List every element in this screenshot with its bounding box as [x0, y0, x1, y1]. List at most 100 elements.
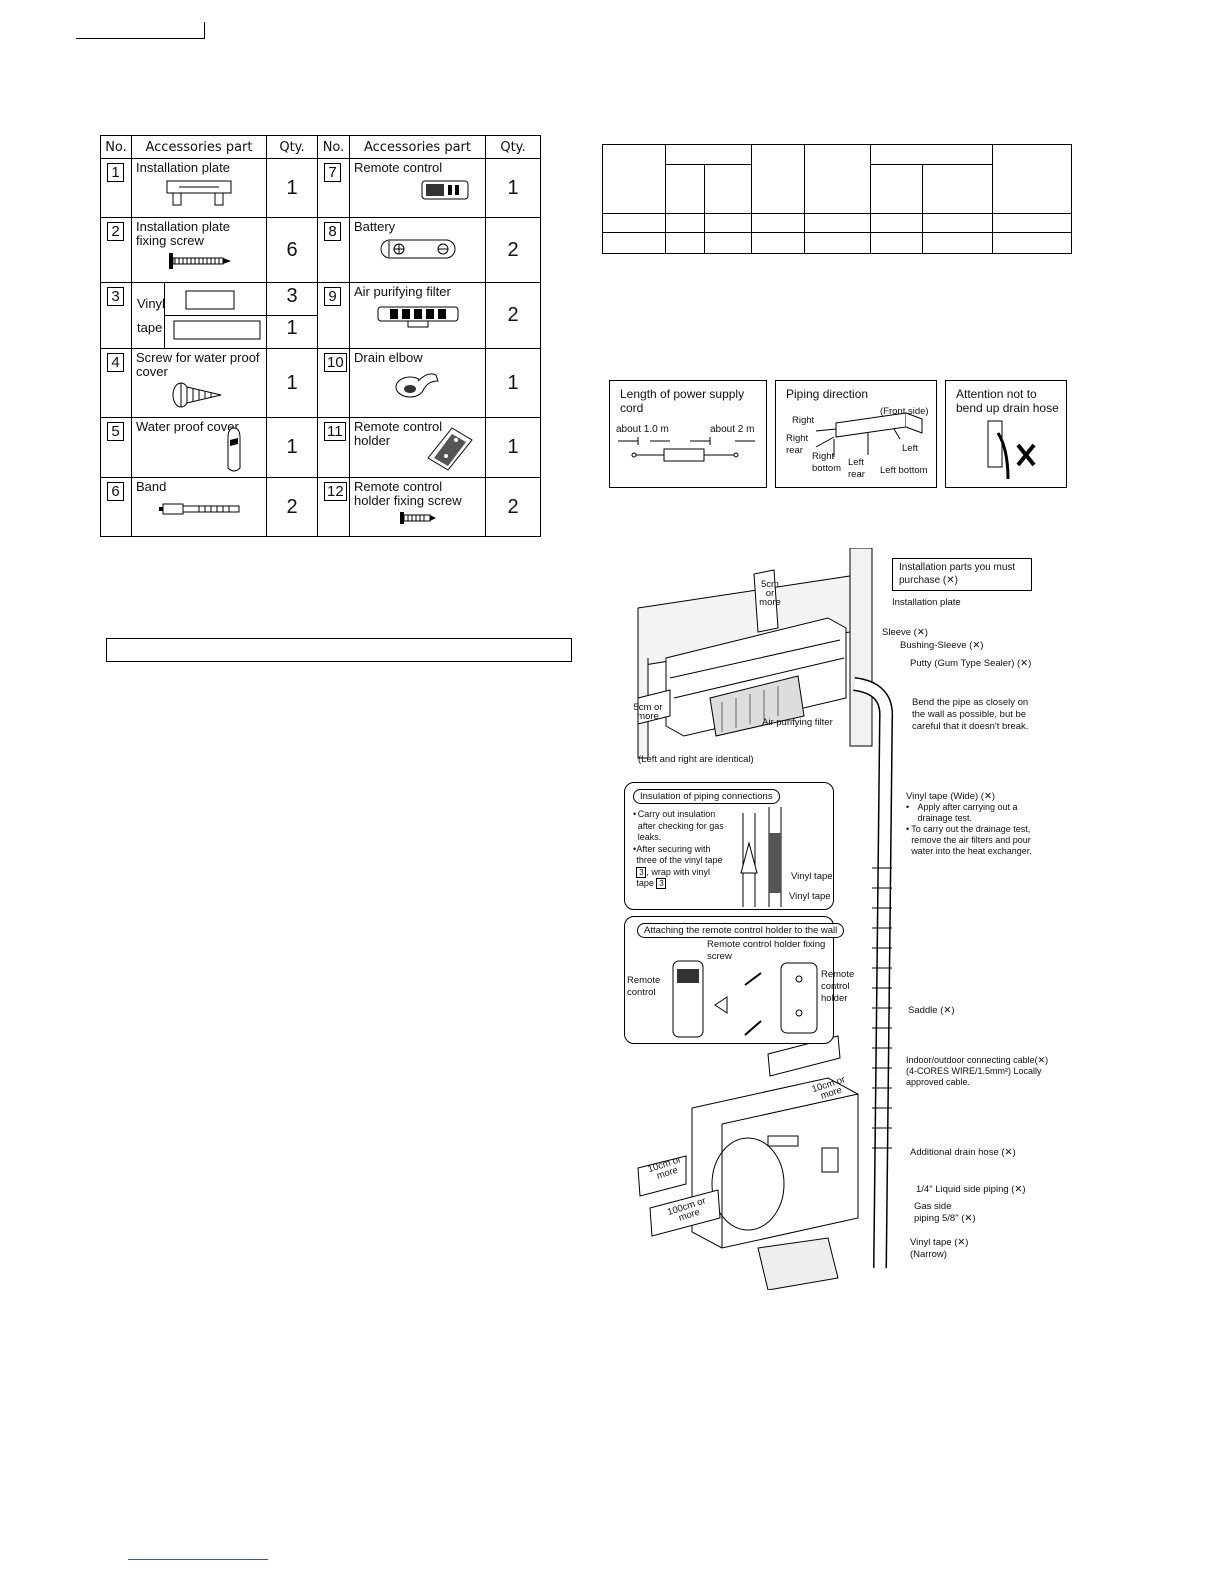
piping-front: (Front side): [880, 406, 929, 417]
item-number: 2: [107, 222, 124, 241]
quantity: 1: [266, 348, 318, 418]
piping-left: Left: [902, 443, 918, 454]
piping-right-rear: Right rear: [786, 433, 809, 456]
label-saddle: Saddle (✕): [908, 1005, 955, 1016]
col-part: Accessories part: [131, 135, 267, 159]
purchase-box: Installation parts you must purchase (✕): [892, 558, 1032, 591]
remote-holder-title: Attaching the remote control holder to t…: [637, 923, 845, 938]
part-name: Water proof cover: [136, 419, 239, 434]
installation-diagram: [637, 548, 894, 1290]
part-name: Remote control: [354, 160, 443, 175]
power-cord-title: Length of power supply cord: [620, 387, 745, 415]
drain-hose-box: Attention not to bend up drain hose: [945, 380, 1067, 488]
item-number: 1: [107, 163, 124, 182]
remote-holder-remote: Remote control: [627, 975, 661, 998]
vinyl-wide-notes: •Apply after carrying out a drainage tes…: [906, 802, 1046, 857]
label-gas: Gas side piping 5/8" (✕): [914, 1201, 976, 1224]
piping-left-rear: Left rear: [848, 457, 865, 480]
item-number: 3: [636, 866, 647, 878]
part-name: Remote control holder fixing screw: [354, 479, 462, 508]
quantity: 1: [266, 417, 318, 478]
item-number: 9: [324, 287, 341, 306]
quantity: 2: [266, 477, 318, 537]
part-name: Installation plate: [136, 160, 230, 175]
col-qty: Qty.: [485, 135, 541, 159]
small-screw-icon: [399, 512, 436, 524]
footer-link-rule: [128, 1559, 268, 1560]
quantity: 6: [266, 217, 318, 283]
vinyl-tape-icon: [173, 290, 261, 340]
quantity: 1: [266, 158, 318, 218]
label-drain-hose: Additional drain hose (✕): [910, 1147, 1016, 1158]
vinyl-wide-note-1: Apply after carrying out a drainage test…: [917, 802, 1018, 823]
insulation-vinyl-tape: Vinyl tape: [789, 891, 831, 902]
item-number: 3: [107, 287, 124, 306]
spec-table: [602, 144, 1072, 254]
table-row: 4 Screw for water proof cover 1 10 Drain…: [100, 348, 541, 418]
table-row: 1 Installation plate 1 7 Remote control …: [100, 158, 541, 218]
power-cord-right: about 2 m: [710, 424, 755, 435]
header-rule-tick: [204, 22, 205, 39]
quantity: 3: [286, 285, 298, 307]
section-bar: [106, 638, 572, 662]
installation-plate-icon: [166, 180, 232, 206]
table-row: 2 Installation plate fixing screw 6 8 Ba…: [100, 217, 541, 283]
part-name: Remote control holder: [354, 419, 443, 448]
quantity: 1: [485, 158, 541, 218]
col-no: No.: [100, 135, 132, 159]
col-qty: Qty.: [266, 135, 318, 159]
label-vinyl-narrow: Vinyl tape (✕) (Narrow): [910, 1237, 969, 1260]
remote-mount-icon: [672, 960, 818, 1038]
quantity: 1: [485, 417, 541, 478]
label-5cm-left: 5cm or more: [633, 702, 663, 722]
insulation-notes: •Carry out insulation after checking for…: [633, 809, 729, 890]
quantity: 2: [485, 282, 541, 349]
label-identical: (Left and right are identical): [638, 754, 754, 765]
piping-right: Right: [792, 415, 815, 426]
quantity: 1: [485, 348, 541, 418]
remote-control-icon: [421, 180, 469, 200]
insulation-vinyl-tape: Vinyl tape: [791, 871, 833, 882]
remote-holder-screw: Remote control holder fixing screw: [707, 939, 826, 962]
band-icon: [159, 503, 240, 515]
item-number: 12: [324, 482, 347, 501]
remote-holder-icon: [427, 427, 473, 471]
water-proof-cover-icon: [227, 427, 241, 472]
label-sleeve: Sleeve (✕): [882, 627, 928, 638]
label-installation-plate: Installation plate: [892, 597, 961, 608]
piping-direction-box: Piping direction (Front side) Right Righ…: [775, 380, 937, 488]
label-bend: Bend the pipe as closely on the wall as …: [912, 697, 1029, 732]
quantity: 1: [286, 317, 298, 339]
insulation-title: Insulation of piping connections: [633, 789, 780, 804]
item-number: 6: [107, 482, 124, 501]
drain-title: Attention not to bend up drain hose: [956, 387, 1059, 415]
part-name: Screw for water proof cover: [136, 350, 260, 379]
power-cord-left: about 1.0 m: [616, 424, 669, 435]
piping-right-bottom: Right bottom: [812, 451, 842, 474]
insulation-note-1: Carry out insulation after checking for …: [637, 809, 724, 842]
label-bushing: Bushing-Sleeve (✕): [900, 640, 984, 651]
pipe-joint-icon: [740, 807, 782, 907]
item-number: 10: [324, 353, 347, 372]
vinyl-wide-note-2: To carry out the drainage test, remove t…: [911, 824, 1032, 856]
part-name: Battery: [354, 219, 396, 234]
part-name: Vinyl: [137, 296, 165, 311]
piping-title: Piping direction: [786, 387, 869, 401]
item-number: 7: [324, 163, 341, 182]
item-number: 8: [324, 222, 341, 241]
remote-holder-holder: Remote control holder: [821, 969, 855, 1004]
item-number: 4: [107, 353, 124, 372]
air-filter-icon: [377, 306, 458, 328]
battery-icon: [380, 239, 455, 259]
insulation-inset: Insulation of piping connections •Carry …: [624, 782, 834, 910]
water-proof-screw-icon: [172, 382, 222, 408]
label-5cm-top: 5cm or more: [759, 579, 781, 608]
item-number: 5: [107, 422, 124, 441]
header-rule: [76, 38, 204, 39]
part-name: tape: [137, 320, 163, 335]
label-vinyl-wide: Vinyl tape (Wide) (✕): [906, 791, 996, 802]
accessories-header-row: No. Accessories part Qty. No. Accessorie…: [100, 135, 541, 159]
part-name: Air purifying filter: [354, 284, 451, 299]
screw-icon: [169, 253, 231, 269]
col-no: No.: [317, 135, 350, 159]
